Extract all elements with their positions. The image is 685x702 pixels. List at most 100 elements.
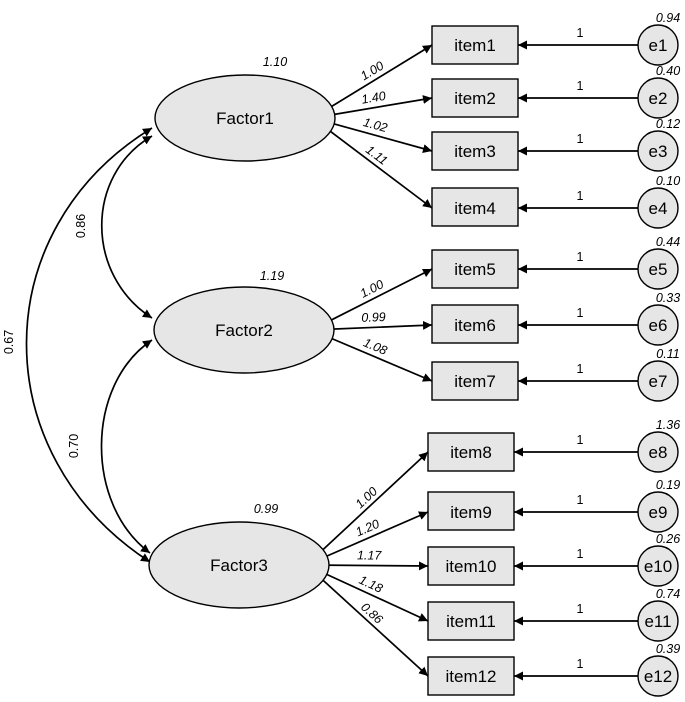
error-path-label-item2: 1 bbox=[577, 79, 584, 93]
error-label-12: e12 bbox=[644, 667, 672, 686]
item-box-8: item8 bbox=[427, 432, 515, 472]
item-rect-1 bbox=[431, 25, 519, 65]
error-path-label-item12: 1 bbox=[577, 657, 584, 671]
item-box-1: item1 bbox=[431, 25, 519, 65]
error-variance-2: 0.40 bbox=[656, 64, 680, 78]
item-box-4: item4 bbox=[431, 187, 519, 227]
item-box-2: item2 bbox=[431, 78, 519, 118]
loading-label-item10: 1.17 bbox=[357, 548, 382, 562]
factor-3-ellipse bbox=[148, 521, 330, 609]
loading-path-item3 bbox=[326, 121, 433, 153]
error-term-5: e50.44 bbox=[637, 235, 680, 290]
error-term-6: e60.33 bbox=[637, 291, 680, 346]
item-rect-4 bbox=[431, 187, 519, 227]
loading-label-item9: 1.20 bbox=[354, 517, 382, 540]
factor-1-label: Factor1 bbox=[216, 109, 274, 128]
item-box-10: item10 bbox=[427, 546, 515, 586]
item-rect-10 bbox=[427, 546, 515, 586]
error-path-label-item8: 1 bbox=[577, 433, 584, 447]
error-circle-12 bbox=[637, 655, 679, 697]
error-term-3: e3 0.12 bbox=[637, 117, 680, 172]
error-circle-7 bbox=[637, 360, 679, 402]
loading-path-item9 bbox=[320, 511, 429, 560]
error-circle-8 bbox=[637, 431, 679, 473]
error-path-label-item6: 1 bbox=[577, 306, 584, 320]
factor-1: Factor1 1.10 bbox=[154, 55, 336, 162]
item-label-3: item3 bbox=[454, 142, 496, 161]
loading-path-item7 bbox=[325, 335, 433, 382]
item-box-5: item5 bbox=[431, 249, 519, 289]
error-label-8: e8 bbox=[649, 443, 668, 462]
error-label-3: e3 bbox=[649, 142, 668, 161]
loading-paths: 1.001.401.021.111.000.991.081.001.201.17… bbox=[320, 44, 433, 677]
factor-1-variance: 1.10 bbox=[263, 55, 287, 69]
factor-2-ellipse bbox=[153, 286, 335, 374]
covariance-f1-f3 bbox=[25, 127, 153, 563]
error-circle-4 bbox=[637, 187, 679, 229]
loading-path-item8 bbox=[320, 451, 429, 553]
factor-2: Factor2 1.19 bbox=[153, 269, 335, 374]
error-label-4: e4 bbox=[649, 199, 668, 218]
loading-label-item11: 1.18 bbox=[357, 573, 385, 596]
error-variance-11: 0.74 bbox=[656, 587, 680, 601]
loading-path-item4 bbox=[326, 128, 433, 209]
error-path-label-item3: 1 bbox=[577, 132, 584, 146]
loading-path-item11 bbox=[320, 570, 429, 622]
factor-2-variance: 1.19 bbox=[260, 269, 284, 283]
error-variance-5: 0.44 bbox=[656, 235, 680, 249]
error-variance-10: 0.26 bbox=[656, 532, 680, 546]
item-box-3: item3 bbox=[431, 131, 519, 171]
error-path-label-item9: 1 bbox=[577, 493, 584, 507]
error-term-1: e10.94 bbox=[637, 11, 680, 66]
loading-label-item6: 0.99 bbox=[361, 310, 386, 325]
error-path-label-item11: 1 bbox=[577, 602, 584, 616]
item-label-2: item2 bbox=[454, 89, 496, 108]
item-rect-11 bbox=[427, 601, 515, 641]
item-box-6: item6 bbox=[431, 304, 519, 344]
error-terms: e10.94e20.40e30.12e40.10e50.44e60.33e70.… bbox=[637, 11, 680, 697]
error-term-7: e7 0.11 bbox=[637, 347, 680, 402]
item-box-12: item12 bbox=[427, 656, 515, 696]
error-circle-9 bbox=[637, 491, 679, 533]
error-circle-1 bbox=[637, 24, 679, 66]
error-circle-3 bbox=[637, 130, 679, 172]
error-label-9: e9 bbox=[649, 503, 668, 522]
item-label-5: item5 bbox=[454, 260, 496, 279]
item-label-12: item12 bbox=[445, 667, 496, 686]
loading-label-item8: 1.00 bbox=[353, 484, 380, 511]
loading-label-item3: 1.02 bbox=[362, 115, 389, 135]
error-term-11: e11 0.74 bbox=[637, 587, 680, 642]
error-label-10: e10 bbox=[644, 557, 672, 576]
factor-3-label: Factor3 bbox=[210, 556, 268, 575]
error-circle-5 bbox=[637, 248, 679, 290]
item-box-7: item7 bbox=[431, 361, 519, 401]
error-label-11: e11 bbox=[644, 612, 671, 631]
loading-label-item2: 1.40 bbox=[360, 89, 386, 107]
error-variance-7: 0.11 bbox=[656, 347, 679, 361]
error-variance-6: 0.33 bbox=[656, 291, 680, 305]
loading-path-item6 bbox=[325, 320, 433, 331]
error-variance-1: 0.94 bbox=[656, 11, 680, 25]
item-label-4: item4 bbox=[454, 199, 496, 218]
error-circle-6 bbox=[637, 304, 679, 346]
loading-path-item5 bbox=[325, 268, 433, 324]
loading-path-item2 bbox=[326, 95, 433, 117]
error-path-label-item7: 1 bbox=[577, 362, 584, 376]
error-variance-3: 0.12 bbox=[656, 117, 680, 131]
error-term-10: e10 0.26 bbox=[637, 532, 680, 587]
item-label-11: item11 bbox=[446, 612, 496, 631]
item-rect-5 bbox=[431, 249, 519, 289]
error-label-7: e7 bbox=[649, 372, 668, 391]
error-path-label-item1: 1 bbox=[577, 26, 584, 40]
error-circle-11 bbox=[637, 600, 679, 642]
loading-label-item5: 1.00 bbox=[358, 277, 386, 301]
error-term-8: e81.36 bbox=[637, 418, 680, 473]
item-label-10: item10 bbox=[445, 557, 496, 576]
factor-3-variance: 0.99 bbox=[254, 502, 278, 516]
loading-path-item12 bbox=[320, 577, 429, 677]
item-label-7: item7 bbox=[454, 372, 496, 391]
error-variance-9: 0.19 bbox=[656, 478, 680, 492]
